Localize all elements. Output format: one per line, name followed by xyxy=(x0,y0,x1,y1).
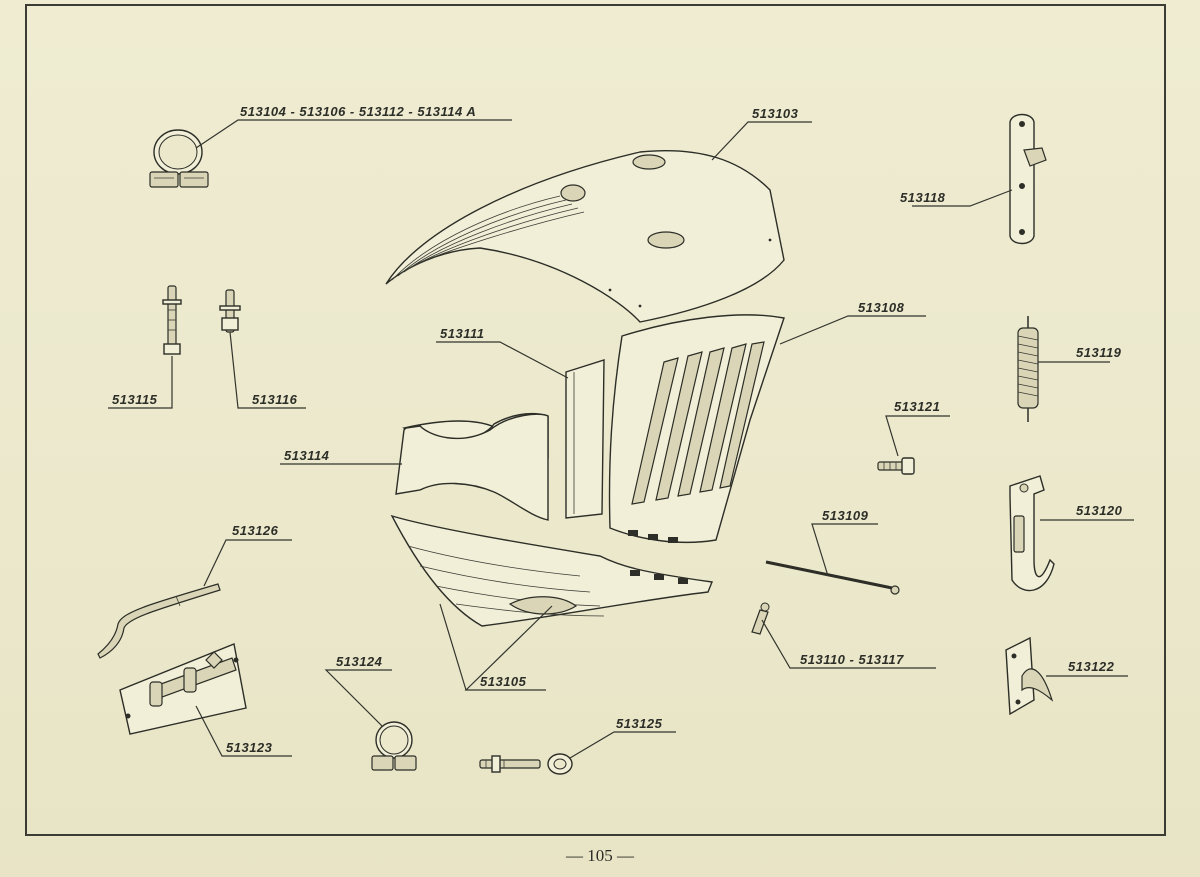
part-short-stud xyxy=(219,289,241,333)
page-number: — 105 — xyxy=(566,846,634,865)
label-513105: 513105 xyxy=(480,674,527,689)
label-513116: 513116 xyxy=(252,392,298,407)
part-bracket xyxy=(1005,636,1054,716)
label-513114: 513114 xyxy=(284,448,330,463)
part-bolt xyxy=(877,457,915,475)
label-513119: 513119 xyxy=(1076,345,1122,360)
label-513110: 513110 - 513117 xyxy=(800,652,904,667)
part-front-strip xyxy=(565,359,605,519)
part-coil-spring xyxy=(1017,316,1039,422)
label-513122: 513122 xyxy=(1068,659,1115,674)
page-frame xyxy=(25,4,1166,836)
part-eye-bolt xyxy=(479,753,573,775)
part-latch-plate xyxy=(1009,113,1047,245)
label-513108: 513108 xyxy=(858,300,905,315)
label-513123: 513123 xyxy=(226,740,273,755)
label-513126: 513126 xyxy=(232,523,279,538)
label-513104: 513104 - 513106 - 513112 - 513114 A xyxy=(240,104,476,119)
part-grille-panel xyxy=(608,314,785,544)
label-513124: 513124 xyxy=(336,654,383,669)
label-513120: 513120 xyxy=(1076,503,1123,518)
label-513125: 513125 xyxy=(616,716,663,731)
part-small-pin xyxy=(751,602,770,635)
part-bottom-pan xyxy=(390,514,713,627)
part-hook-latch xyxy=(1009,475,1055,592)
part-long-stud xyxy=(162,285,182,355)
label-513118: 513118 xyxy=(900,190,946,205)
part-bent-rod xyxy=(97,583,221,659)
label-513109: 513109 xyxy=(822,508,869,523)
label-513111: 513111 xyxy=(440,326,484,341)
part-side-panel-cutout xyxy=(395,412,549,521)
part-clamp-ring-top xyxy=(149,129,209,188)
part-clamp-ring-bottom xyxy=(371,721,417,771)
part-long-pin xyxy=(765,560,900,595)
part-barrel-bolt xyxy=(119,643,247,735)
part-top-cowl xyxy=(385,149,785,323)
label-513115: 513115 xyxy=(112,392,158,407)
label-513121: 513121 xyxy=(894,399,940,414)
label-513103: 513103 xyxy=(752,106,799,121)
